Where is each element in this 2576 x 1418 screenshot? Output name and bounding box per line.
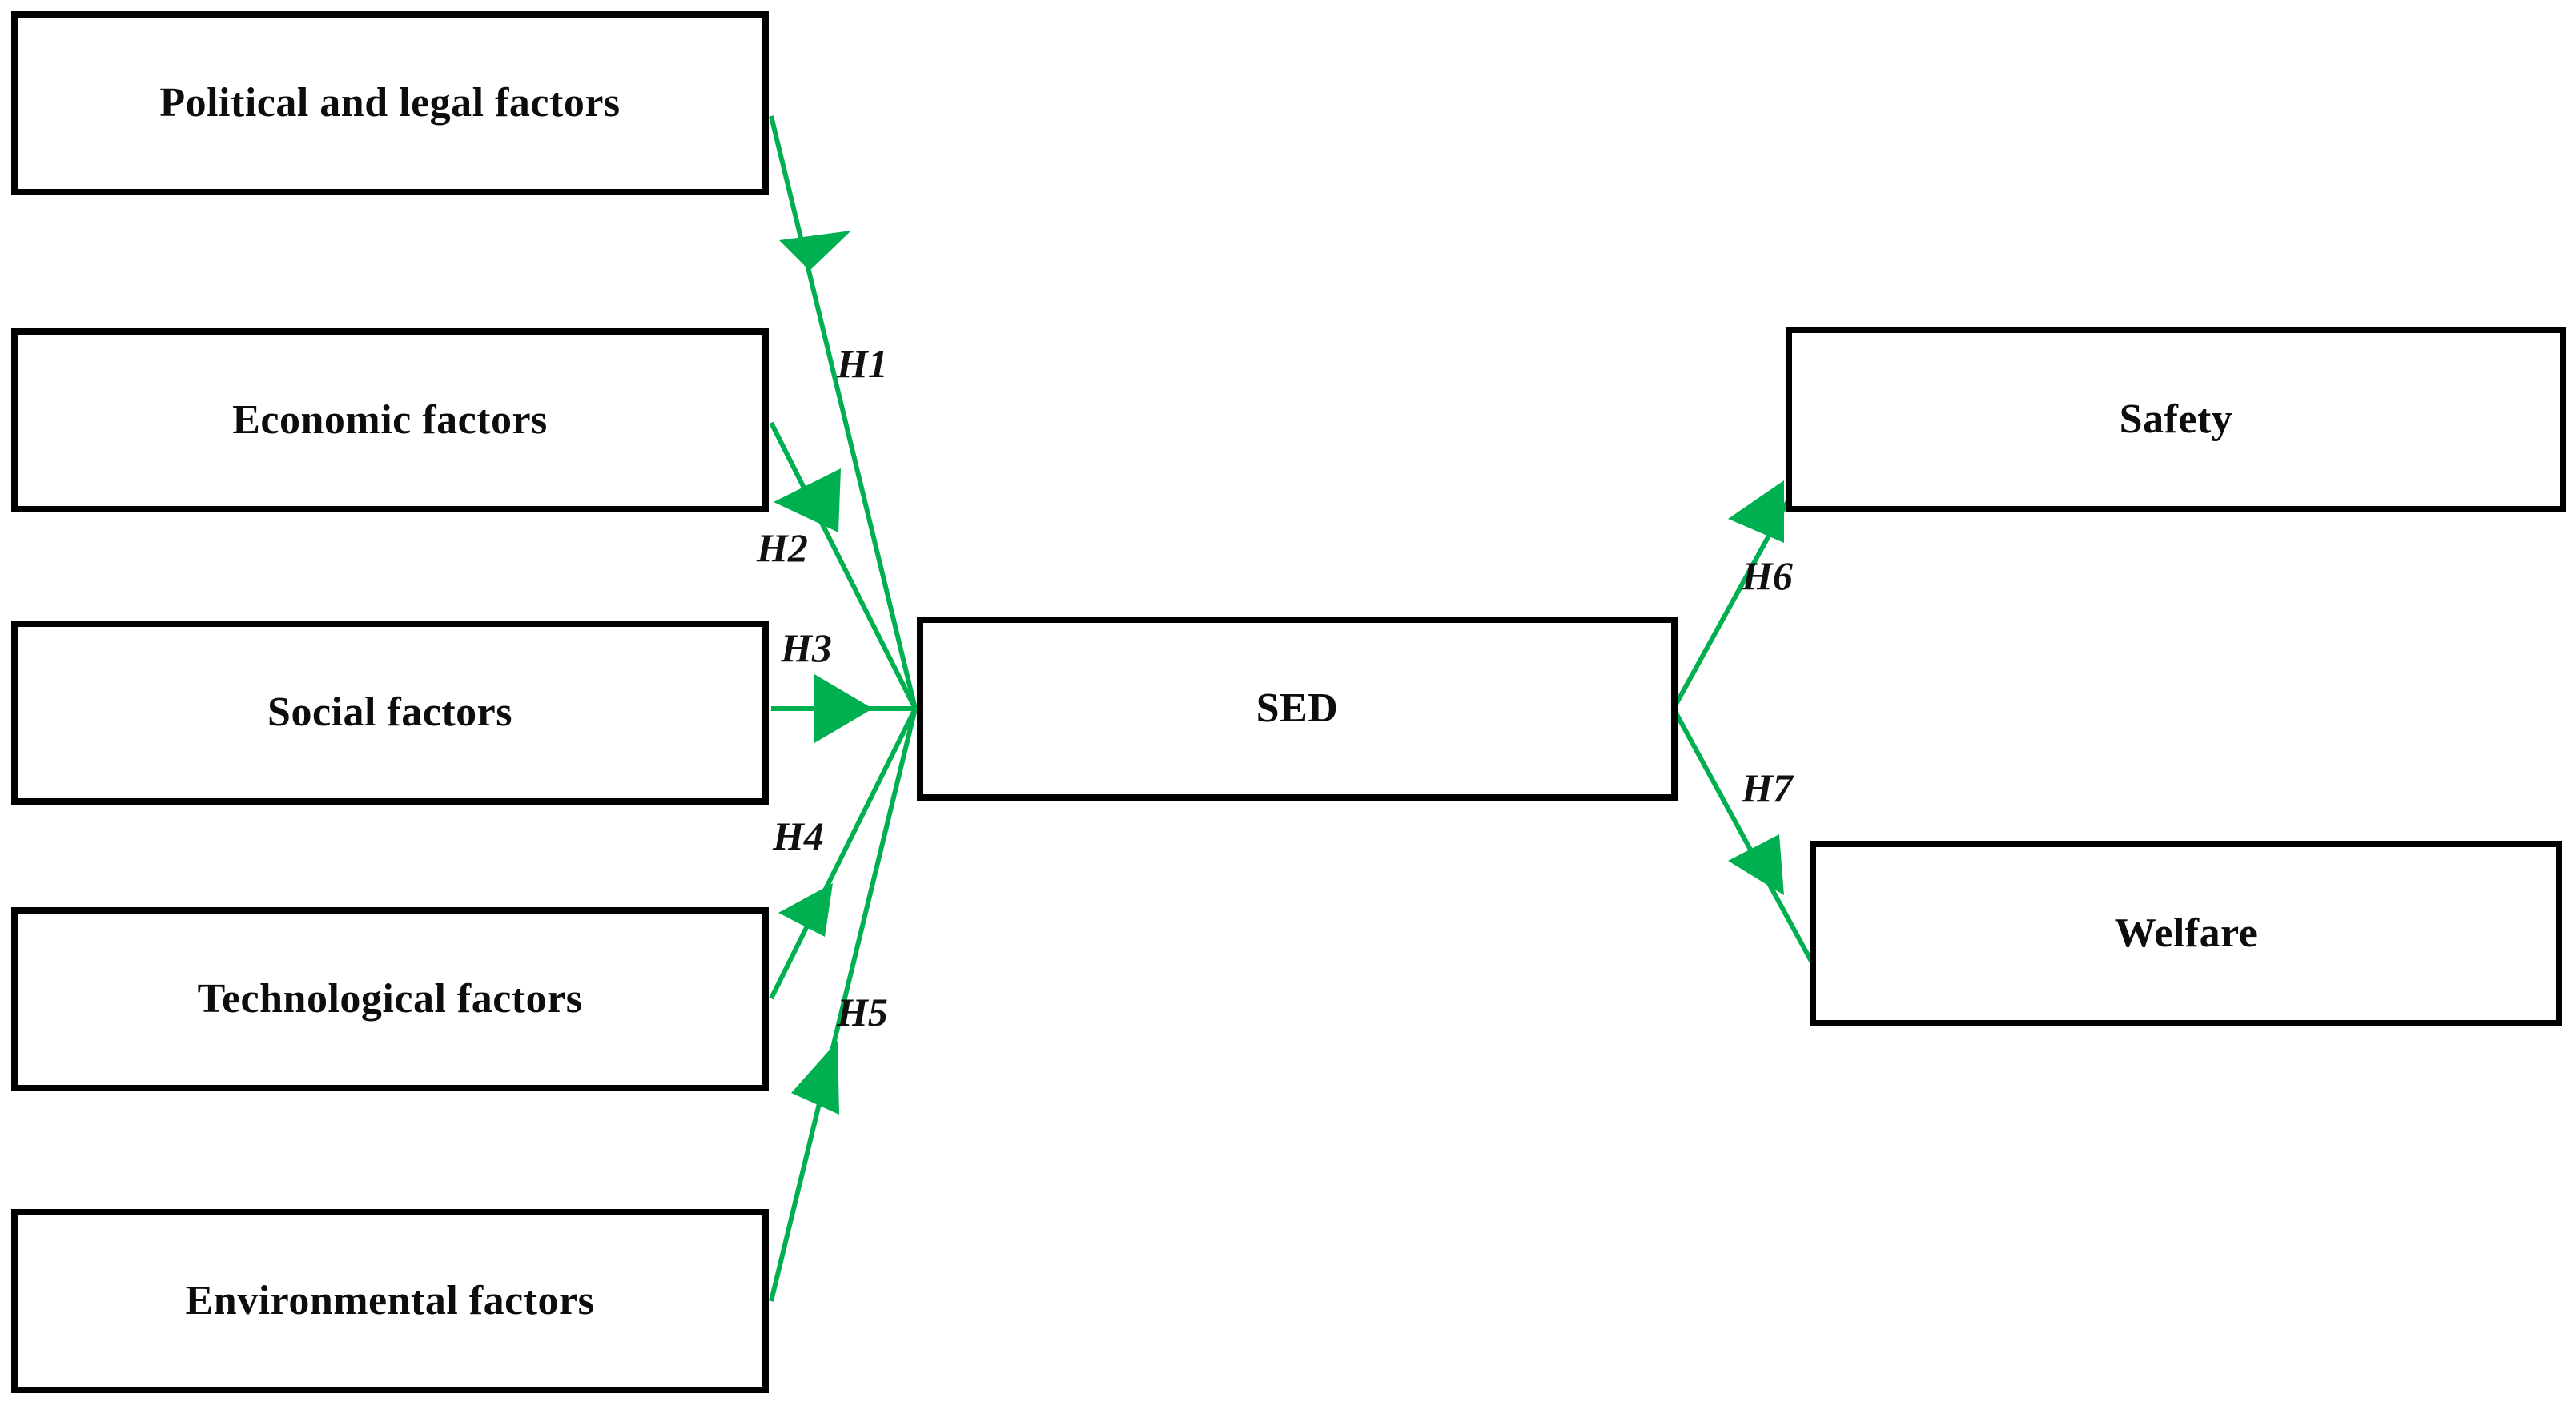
node-technological[interactable]: Technological factors [11,907,769,1091]
edge-h1 [769,115,918,709]
node-social[interactable]: Social factors [11,621,769,805]
edge-h3 [771,674,915,743]
edge-h7 [1671,707,1820,974]
node-sed-label: SED [1256,685,1339,731]
node-environmental[interactable]: Environmental factors [11,1209,769,1393]
edge-label-h6: H6 [1742,553,1793,598]
node-economic[interactable]: Economic factors [11,328,769,512]
node-safety[interactable]: Safety [1786,327,2566,512]
node-welfare[interactable]: Welfare [1810,841,2562,1026]
node-environmental-label: Environmental factors [185,1278,595,1324]
node-sed[interactable]: SED [917,617,1678,801]
edge-label-h1: H1 [837,341,888,386]
edge-label-h5: H5 [837,990,888,1034]
edge-label-h7: H7 [1742,765,1793,810]
node-economic-label: Economic factors [232,397,548,443]
node-technological-label: Technological factors [197,976,583,1022]
edge-h5 [769,708,918,1302]
edge-h2 [769,421,918,710]
edge-h4 [769,707,918,1000]
node-political[interactable]: Political and legal factors [11,11,769,195]
node-social-label: Social factors [267,689,512,735]
node-welfare-label: Welfare [2114,910,2258,956]
edge-label-h4: H4 [773,813,824,858]
node-political-label: Political and legal factors [159,80,621,126]
node-safety-label: Safety [2119,396,2233,442]
edge-label-h3: H3 [781,625,832,670]
edge-label-h2: H2 [757,525,808,570]
